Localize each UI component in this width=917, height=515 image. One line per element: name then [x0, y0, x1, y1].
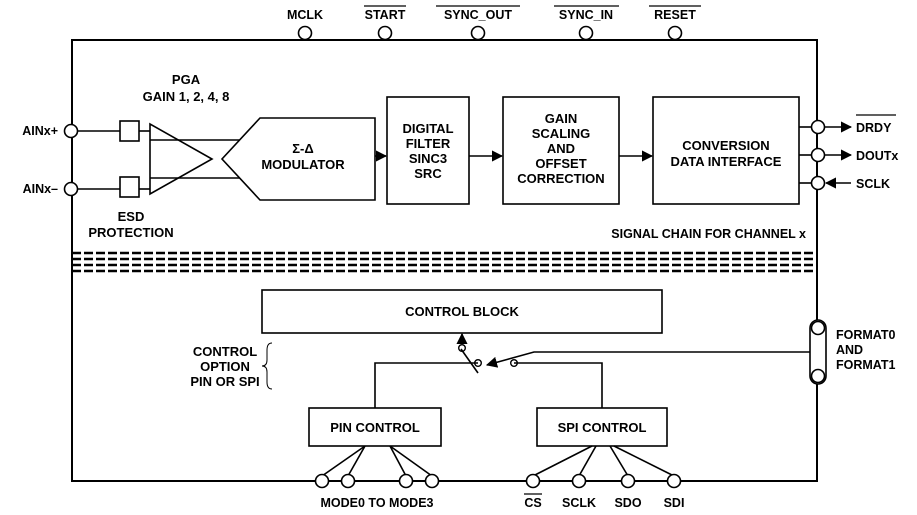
format-line2: AND: [836, 343, 863, 357]
start-label: START: [365, 8, 406, 22]
mclk-label: MCLK: [287, 8, 323, 22]
pin-control-block: [308, 407, 442, 447]
conversion-line1: CONVERSION: [682, 138, 769, 153]
start-pin-icon: [377, 25, 393, 41]
dout-pin-icon: [810, 147, 826, 163]
digital-filter-line3: SINC3: [409, 151, 447, 166]
modulator-line2: MODULATOR: [261, 157, 345, 172]
sync-out-label: SYNC_OUT: [444, 8, 512, 22]
sclk-out-pin-icon: [810, 175, 826, 191]
gain-scaling-block: [502, 96, 620, 205]
mode-pins-label: MODE0 TO MODE3: [321, 496, 434, 510]
spi-control-label: SPI CONTROL: [558, 420, 647, 435]
signal-chain-label: SIGNAL CHAIN FOR CHANNEL x: [611, 227, 806, 241]
drdy-pin-icon: [810, 119, 826, 135]
digital-filter-line2: FILTER: [406, 136, 451, 151]
digital-filter-line1: DIGITAL: [402, 121, 453, 136]
wire-switch-to-spi-control: [514, 362, 603, 408]
gain-scaling-line2: SCALING: [532, 126, 591, 141]
control-block: [261, 289, 663, 334]
conversion-block: [652, 96, 800, 205]
spi-pins: [525, 445, 682, 489]
sclk-in-label: SCLK: [562, 496, 596, 510]
gain-scaling-line3: AND: [547, 141, 575, 156]
sdo-label: SDO: [614, 496, 641, 510]
reset-label: RESET: [654, 8, 696, 22]
esd-label-line1: ESD: [118, 209, 145, 224]
sclk-out-label: SCLK: [856, 177, 890, 191]
top-pin-start: START: [364, 5, 406, 41]
esd-cell-plus: [119, 120, 140, 142]
cs-label: CS: [524, 496, 541, 510]
sync-in-pin-icon: [578, 25, 594, 41]
mode1-pin-icon: [340, 473, 356, 489]
esd-cell-minus: [119, 176, 140, 198]
top-pin-sync-in: SYNC_IN: [554, 5, 619, 41]
sdi-pin-icon: [666, 473, 682, 489]
format1-pin-icon: [810, 368, 826, 384]
pin-control-label: PIN CONTROL: [330, 420, 420, 435]
reset-pin-icon: [667, 25, 683, 41]
conversion-line2: DATA INTERFACE: [671, 154, 782, 169]
ain-minus-pin-icon: [63, 181, 79, 197]
top-pin-sync-out: SYNC_OUT: [436, 5, 520, 41]
top-pin-mclk: MCLK: [287, 8, 323, 41]
pga-gain-label: GAIN 1, 2, 4, 8: [143, 89, 230, 104]
sdi-label: SDI: [664, 496, 685, 510]
mode0-pin-icon: [314, 473, 330, 489]
mclk-pin-icon: [297, 25, 313, 41]
control-option-line1: CONTROL: [193, 344, 257, 359]
mode-pins: [314, 445, 440, 489]
top-pin-reset: RESET: [649, 5, 701, 41]
digital-filter-block: [386, 96, 470, 205]
wire-switch-to-pin-control: [374, 362, 478, 408]
modulator-line1: Σ-Δ: [292, 141, 313, 156]
sdo-pin-icon: [620, 473, 636, 489]
pga-amplifier-icon: [149, 122, 214, 196]
ain-minus-label: AINx–: [23, 182, 58, 196]
mode3-pin-icon: [424, 473, 440, 489]
gain-scaling-line5: CORRECTION: [517, 171, 604, 186]
spi-control-block: [536, 407, 668, 447]
format-line1: FORMAT0: [836, 328, 896, 342]
cs-pin-icon: [525, 473, 541, 489]
control-option-line3: PIN OR SPI: [190, 374, 259, 389]
format0-pin-icon: [810, 320, 826, 336]
pga-title: PGA: [172, 72, 201, 87]
arrow-format-to-switch: [485, 351, 810, 368]
esd-label-line2: PROTECTION: [88, 225, 173, 240]
format-line3: FORMAT1: [836, 358, 896, 372]
mode2-pin-icon: [398, 473, 414, 489]
sclk-in-pin-icon: [571, 473, 587, 489]
signal-chain-separator: [72, 251, 817, 273]
switch-arm: [460, 348, 479, 374]
control-option-line2: OPTION: [200, 359, 250, 374]
drdy-label: DRDY: [856, 121, 892, 135]
control-block-label: CONTROL BLOCK: [405, 304, 519, 319]
sync-out-pin-icon: [470, 25, 486, 41]
gain-scaling-line4: OFFSET: [535, 156, 586, 171]
modulator-block: [220, 117, 376, 201]
digital-filter-line4: SRC: [414, 166, 442, 181]
ain-plus-label: AINx+: [22, 124, 58, 138]
gain-scaling-line1: GAIN: [545, 111, 578, 126]
dout-label: DOUTx: [856, 149, 898, 163]
sync-in-label: SYNC_IN: [559, 8, 613, 22]
control-option-brace: [261, 342, 273, 390]
ain-plus-pin-icon: [63, 123, 79, 139]
